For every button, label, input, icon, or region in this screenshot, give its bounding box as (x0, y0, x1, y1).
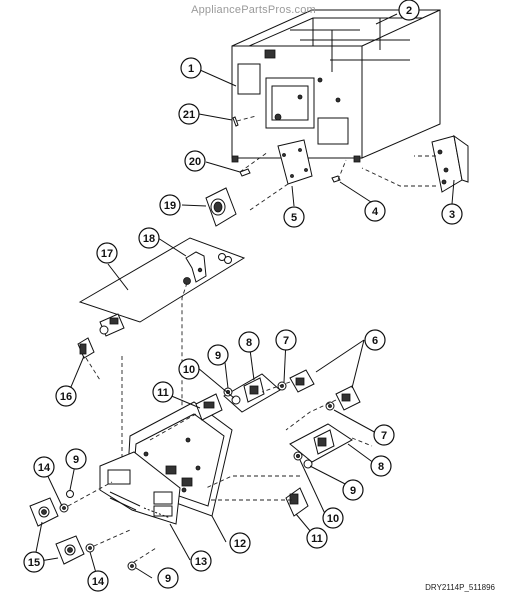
callout-5: 5 (283, 206, 305, 228)
callout-9-top: 9 (207, 344, 229, 366)
svg-text:5: 5 (291, 212, 297, 224)
callout-4: 4 (364, 200, 386, 222)
svg-text:7: 7 (283, 335, 289, 347)
svg-text:9: 9 (73, 454, 79, 466)
watermark: AppliancePartsPros.com (191, 4, 316, 16)
assembly-lines-switches (149, 381, 373, 501)
callout-8-right: 8 (370, 455, 392, 477)
svg-text:14: 14 (38, 462, 51, 474)
svg-text:3: 3 (449, 209, 455, 221)
switch-group-upper (195, 369, 361, 421)
svg-text:15: 15 (28, 557, 40, 569)
svg-text:9: 9 (215, 350, 221, 362)
svg-text:10: 10 (327, 513, 339, 525)
callout-2: 2 (398, 0, 420, 21)
callout-21: 21 (178, 103, 200, 125)
callout-10-right: 10 (322, 507, 344, 529)
svg-text:19: 19 (164, 200, 176, 212)
control-panel-17 (77, 237, 246, 359)
svg-text:1: 1 (188, 63, 194, 75)
svg-text:20: 20 (189, 156, 201, 168)
callout-9-left: 9 (65, 448, 87, 470)
assembly-lines-lower (67, 481, 157, 563)
callout-10-top: 10 (178, 358, 200, 380)
svg-text:13: 13 (195, 556, 207, 568)
callout-1: 1 (180, 57, 202, 79)
switch-group-lower (285, 423, 353, 517)
callout-7-top: 7 (275, 329, 297, 351)
callout-15: 15 (23, 551, 45, 573)
callout-11-top: 11 (152, 381, 174, 403)
knob-19 (205, 187, 237, 227)
svg-text:21: 21 (183, 109, 195, 121)
knobs-15 (29, 490, 137, 571)
diagram-code: DRY2114P_511896 (425, 583, 495, 592)
callout-9-bottom: 9 (157, 567, 179, 589)
svg-text:11: 11 (311, 533, 323, 545)
assembly-lines-top (236, 115, 436, 211)
svg-text:10: 10 (183, 364, 195, 376)
callout-7-right: 7 (373, 424, 395, 446)
callout-6: 6 (364, 329, 386, 351)
svg-text:2: 2 (406, 5, 412, 17)
svg-text:9: 9 (165, 573, 171, 585)
callout-19: 19 (159, 194, 181, 216)
svg-text:12: 12 (234, 538, 246, 550)
svg-text:4: 4 (372, 206, 379, 218)
assembly-lines-mid (85, 282, 188, 482)
svg-text:6: 6 (372, 335, 378, 347)
svg-text:18: 18 (143, 233, 155, 245)
control-cabinet (231, 9, 441, 163)
svg-text:7: 7 (381, 430, 387, 442)
callout-12: 12 (229, 532, 251, 554)
callout-14-bottom: 14 (87, 570, 109, 592)
screws-top (232, 116, 341, 183)
overlay-13 (99, 451, 181, 525)
callout-8-top: 8 (238, 331, 260, 353)
svg-text:14: 14 (92, 576, 105, 588)
callout-3: 3 (441, 203, 463, 225)
svg-text:8: 8 (378, 461, 384, 473)
callout-13: 13 (190, 550, 212, 572)
callout-16: 16 (55, 385, 77, 407)
svg-text:17: 17 (101, 248, 113, 260)
callout-9-right: 9 (342, 479, 364, 501)
callout-14-top: 14 (33, 456, 55, 478)
svg-text:9: 9 (350, 485, 356, 497)
callout-11-right: 11 (306, 527, 328, 549)
leader-lines (33, 13, 455, 581)
callout-18: 18 (138, 227, 160, 249)
mounting-plate (277, 139, 313, 185)
callout-17: 17 (96, 242, 118, 264)
svg-text:11: 11 (157, 387, 169, 399)
side-bracket (431, 134, 469, 193)
callout-20: 20 (184, 150, 206, 172)
svg-text:8: 8 (246, 337, 252, 349)
svg-text:16: 16 (60, 391, 72, 403)
